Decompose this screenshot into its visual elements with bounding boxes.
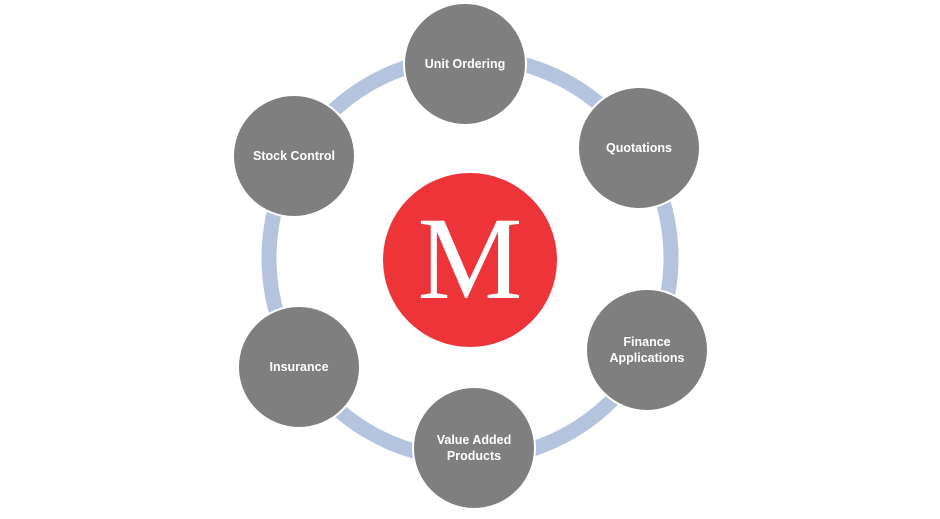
center-logo-letter: M [418, 193, 523, 324]
node-label: Insurance [269, 360, 328, 374]
node-stock-control: Stock Control [232, 94, 356, 218]
node-label: Value Added [437, 433, 512, 447]
node-circle [232, 94, 356, 218]
node-insurance: Insurance [237, 305, 361, 429]
node-label: Products [447, 449, 501, 463]
node-quotations: Quotations [577, 86, 701, 210]
node-circle [237, 305, 361, 429]
node-circle [403, 2, 527, 126]
node-unit-ordering: Unit Ordering [403, 2, 527, 126]
node-label: Stock Control [253, 149, 335, 163]
node-label: Applications [609, 351, 684, 365]
node-circle [577, 86, 701, 210]
node-label: Finance [623, 335, 670, 349]
node-circle [585, 288, 709, 412]
node-label: Unit Ordering [425, 57, 506, 71]
center-logo-circle [383, 173, 557, 347]
node-label: Quotations [606, 141, 672, 155]
node-circle [412, 386, 536, 510]
